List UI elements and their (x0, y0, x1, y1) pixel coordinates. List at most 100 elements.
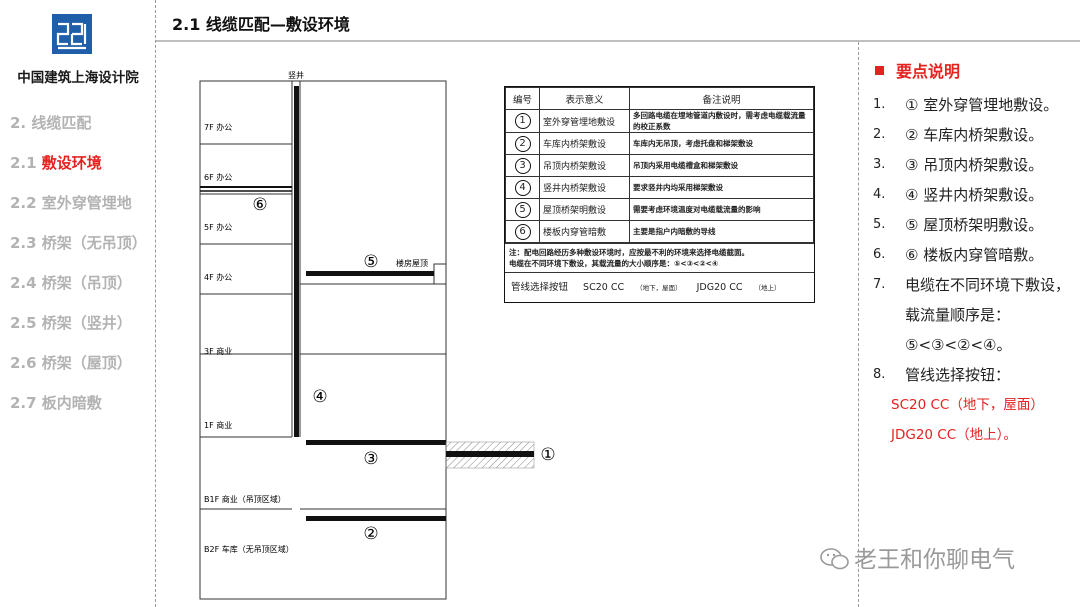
row-id: 2 (514, 135, 531, 152)
row-meaning: 吊顶内桥架敷设 (539, 154, 630, 177)
list-item: 3.③ 吊顶内桥架敷设。 (873, 156, 1044, 174)
row-id: 1 (514, 113, 531, 129)
section-nav: 2. 线缆匹配 2.1 敷设环境 2.2 室外穿管埋地 2.3 桥架（无吊顶） … (10, 112, 147, 432)
nav-num: 2.4 (10, 274, 37, 292)
garage-tray (306, 516, 446, 521)
key-points-list: 1.① 室外穿管埋地敷设。 2.② 车库内桥架敷设。 3.③ 吊顶内桥架敷设。 … (873, 90, 1078, 450)
table-row: 1 室外穿管埋地敷设 多回路电缆在埋地管道内敷设时，需考虑电缆载流量的校正系数 (505, 109, 814, 133)
key-points-title: 要点说明 (875, 58, 960, 82)
list-item: 6.⑥ 楼板内穿管暗敷。 (873, 246, 1044, 264)
shaft-tray (294, 86, 299, 437)
marker-1: ① (540, 445, 555, 465)
table-row: 5 屋顶桥架明敷设 需要考虑环境温度对电缆载流量的影响 (505, 198, 814, 221)
col-header-id: 编号 (505, 87, 540, 110)
table-row: 6 楼板内穿管暗敷 主要是指户内暗敷的导线 (505, 220, 814, 243)
table-row: 2 车库内桥架敷设 车库内无吊顶，考虑托盘和梯架敷设 (505, 132, 814, 155)
nav-item-cable-matching[interactable]: 2. 线缆匹配 (10, 112, 147, 152)
floor-label-4f: 4F 办公 (204, 272, 232, 282)
list-item: 7.电缆在不同环境下敷设，载流量顺序是：⑤<③<②<④。 (873, 276, 1071, 354)
ceiling-tray (306, 440, 446, 445)
floor-label-7f: 7F 办公 (204, 122, 232, 132)
nav-label: 桥架（竖井） (36, 314, 132, 332)
table-row: 3 吊顶内桥架敷设 吊顶内采用电缆槽盒和梯架敷设 (505, 154, 814, 177)
nav-item-outdoor-buried[interactable]: 2.2 室外穿管埋地 (10, 192, 147, 232)
footnote-line-1: 注：配电回路经历多种敷设环境时，应按最不利的环境来选择电缆截面。 (509, 248, 749, 257)
pipe-select-label: 管线选择按钮 (511, 282, 569, 293)
slide-header: 2.1 线缆匹配—敷设环境 (156, 0, 1080, 42)
roof-label: 楼房屋顶 (396, 258, 428, 268)
nav-label: 桥架（吊顶） (36, 274, 132, 292)
row-meaning: 室外穿管埋地敷设 (539, 109, 630, 133)
row-note: 需要考虑环境温度对电缆载流量的影响 (629, 198, 814, 221)
nav-label: 室外穿管埋地 (36, 194, 132, 212)
floor-label-6f: 6F 办公 (204, 172, 232, 182)
row-id: 3 (514, 157, 531, 174)
watermark: 老王和你聊电气 (820, 540, 1015, 574)
floor-label-1f: 1F 商业 (204, 420, 232, 430)
watermark-text: 老王和你聊电气 (854, 547, 1015, 573)
row-meaning: 车库内桥架敷设 (539, 132, 630, 155)
footnote-line-2: 电缆在不同环境下敷设，其载流量的大小顺序是：⑤<③<②<④ (509, 259, 719, 268)
nav-item-slab-concealed[interactable]: 2.7 板内暗敷 (10, 392, 147, 432)
page-title: 2.1 线缆匹配—敷设环境 (172, 15, 350, 34)
marker-4: ④ (312, 387, 327, 407)
row-note: 吊顶内采用电缆槽盒和梯架敷设 (629, 154, 814, 177)
floor-label-5f: 5F 办公 (204, 222, 232, 232)
legend-footnote: 注：配电回路经历多种敷设环境时，应按最不利的环境来选择电缆截面。 电缆在不同环境… (505, 243, 814, 272)
square-bullet-icon (875, 66, 884, 75)
nav-num: 2.5 (10, 314, 37, 332)
nav-label: 桥架（无吊顶） (36, 234, 147, 252)
nav-label: 板内暗敷 (36, 394, 102, 412)
list-item: 8.管线选择按钮： (873, 366, 1011, 384)
building-section-diagram: 7F 办公 6F 办公 5F 办公 4F 办公 3F 商业 1F 商业 B1F … (156, 44, 856, 607)
row-note: 要求竖井内均采用梯架敷设 (629, 176, 814, 199)
marker-6: ⑥ (252, 195, 267, 215)
nav-label: 桥架（屋顶） (36, 354, 132, 372)
roof-tray (306, 271, 434, 276)
marker-2: ② (363, 524, 378, 544)
nav-num: 2.3 (10, 234, 37, 252)
org-name: 中国建筑上海设计院 (17, 70, 139, 86)
buried-pipe (446, 451, 534, 457)
nav-label: 线缆匹配 (26, 114, 92, 132)
legend-table: 编号 表示意义 备注说明 1 室外穿管埋地敷设 多回路电缆在埋地管道内敷设时，需… (504, 86, 815, 303)
nav-item-laying-environment[interactable]: 2.1 敷设环境 (10, 152, 147, 192)
table-row: 4 竖井内桥架敷设 要求竖井内均采用梯架敷设 (505, 176, 814, 199)
building-outline (199, 80, 447, 600)
marker-5: ⑤ (363, 252, 378, 272)
list-item-red-jdg20: JDG20 CC（地上）。 (891, 427, 1017, 443)
nav-item-tray-shaft[interactable]: 2.5 桥架（竖井） (10, 312, 147, 352)
key-points-panel: 要点说明 1.① 室外穿管埋地敷设。 2.② 车库内桥架敷设。 3.③ 吊顶内桥… (858, 42, 1080, 607)
nav-num: 2.2 (10, 194, 37, 212)
list-item: 2.② 车库内桥架敷设。 (873, 126, 1044, 144)
nav-num: 2.1 (10, 154, 37, 172)
col-header-note: 备注说明 (629, 87, 814, 110)
col-header-meaning: 表示意义 (539, 87, 630, 110)
wechat-icon (820, 548, 849, 570)
row-meaning: 楼板内穿管暗敷 (539, 220, 630, 243)
pipe-select-row: 管线选择按钮 SC20 CC（地下，屋面） JDG20 CC（地上） (505, 272, 814, 302)
row-note: 多回路电缆在埋地管道内敷设时，需考虑电缆载流量的校正系数 (629, 109, 814, 133)
shaft-label: 竖井 (288, 70, 304, 80)
row-id: 5 (514, 201, 531, 218)
row-note: 车库内无吊顶，考虑托盘和梯架敷设 (629, 132, 814, 155)
sc20-button[interactable]: SC20 CC（地下，屋面） (583, 282, 682, 293)
nav-item-tray-no-ceiling[interactable]: 2.3 桥架（无吊顶） (10, 232, 147, 272)
row-meaning: 屋顶桥架明敷设 (539, 198, 630, 221)
list-item: 1.① 室外穿管埋地敷设。 (873, 96, 1059, 114)
list-item-red-sc20: SC20 CC（地下，屋面） (891, 397, 1044, 413)
jdg20-button[interactable]: JDG20 CC（地上） (696, 282, 781, 293)
nav-label: 敷设环境 (36, 154, 102, 172)
nav-item-tray-roof[interactable]: 2.6 桥架（屋顶） (10, 352, 147, 392)
nav-item-tray-ceiling[interactable]: 2.4 桥架（吊顶） (10, 272, 147, 312)
row-id: 4 (514, 179, 531, 196)
marker-3: ③ (363, 449, 378, 469)
list-item: 5.⑤ 屋顶桥架明敷设。 (873, 216, 1044, 234)
row-note: 主要是指户内暗敷的导线 (629, 220, 814, 243)
floor-label-b2f: B2F 车库（无吊顶区域） (204, 544, 294, 554)
nav-num: 2. (10, 114, 27, 132)
floor-label-3f: 3F 商业 (204, 346, 232, 356)
cscec-logo-icon (52, 14, 92, 54)
nav-num: 2.6 (10, 354, 37, 372)
building-section-svg: 7F 办公 6F 办公 5F 办公 4F 办公 3F 商业 1F 商业 B1F … (199, 70, 556, 600)
